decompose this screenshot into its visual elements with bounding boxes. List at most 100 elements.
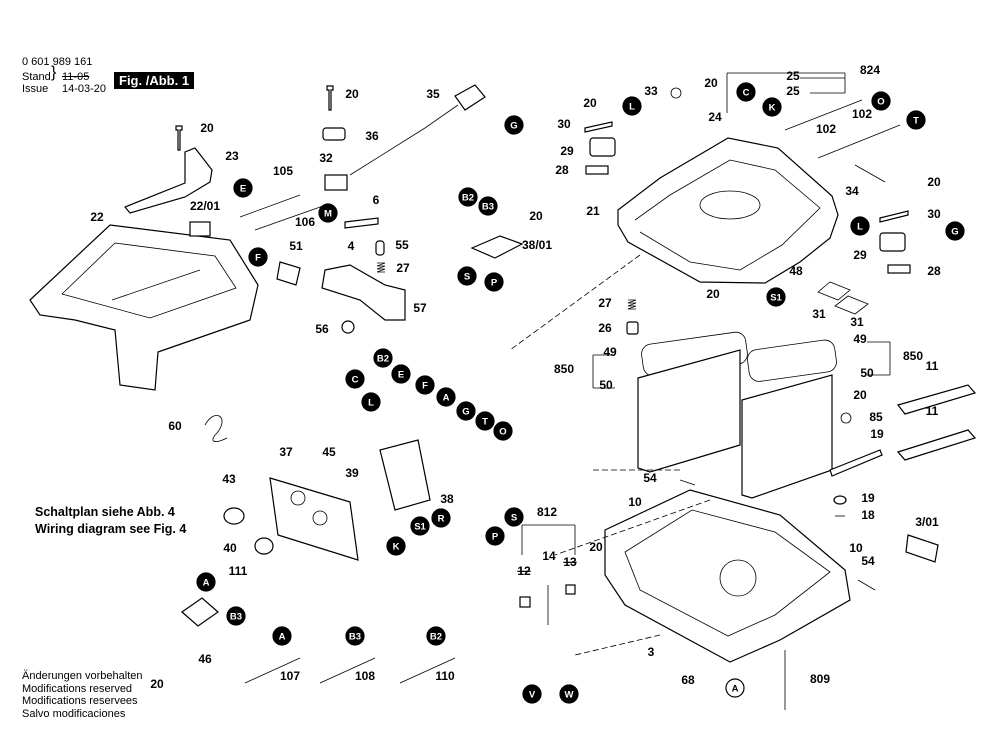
part-label-105: 105 (273, 164, 293, 178)
float-68 (719, 559, 757, 597)
part-label-20: 20 (345, 87, 359, 101)
gasket-49-right (747, 339, 837, 382)
part-label-812: 812 (537, 505, 557, 519)
strip-30-right (879, 210, 909, 223)
strip-6 (344, 217, 379, 229)
part-label-27: 27 (396, 261, 410, 275)
screw-20-b (175, 125, 183, 151)
callout-letter-b2: B2 (462, 193, 474, 204)
callout-letter-r: R (438, 514, 445, 525)
part-label-36: 36 (365, 129, 379, 143)
mod-es: Salvo modificaciones (22, 707, 126, 720)
wiring-note: Wiring diagram see Fig. 4 (35, 522, 187, 536)
part-label-35: 35 (426, 87, 440, 101)
callout-letter-a: A (443, 393, 450, 404)
callout-letter-o: O (877, 97, 884, 108)
callout-letter-b3: B3 (230, 612, 242, 623)
schaltplan-note: Schaltplan siehe Abb. 4 (35, 505, 175, 519)
lever-4 (321, 264, 406, 321)
callout-letter-p: P (492, 532, 499, 543)
part-label-31: 31 (850, 315, 864, 329)
part-26 (626, 321, 639, 335)
callout-circle-c (345, 369, 365, 389)
spring-27 (376, 262, 386, 273)
part-label-809: 809 (810, 672, 830, 686)
callout-letter-g: G (510, 121, 517, 132)
callout-letter-b2: B2 (430, 632, 442, 643)
washer-33 (670, 87, 682, 99)
bracket-850-right (867, 341, 891, 376)
callout-circle-o (493, 421, 513, 441)
callout-letter-s: S (464, 272, 470, 283)
part-label-46: 46 (198, 652, 212, 666)
callout-letter-f: F (255, 253, 261, 264)
container-68 (604, 489, 851, 663)
part-label-49: 49 (853, 332, 867, 346)
callout-circle-s1 (410, 516, 430, 536)
panel-knob-b (312, 510, 328, 526)
switch-panel-37 (269, 477, 359, 561)
part-label-14: 14 (542, 549, 556, 563)
callout-circle-b2 (458, 187, 478, 207)
callout-circle-l (361, 392, 381, 412)
issue-date: 14-03-20 (62, 83, 107, 95)
plug-55 (375, 240, 385, 256)
callout-circle-s (504, 507, 524, 527)
callout-circle-g (945, 221, 965, 241)
callout-letter-t: T (913, 116, 919, 127)
assembly-line-2 (554, 499, 711, 556)
callout-circle-p (484, 272, 504, 292)
callout-letter-c: C (352, 375, 359, 386)
part-label-18: 18 (861, 508, 875, 522)
part-label-3: 3 (648, 645, 655, 659)
part-13 (565, 584, 576, 595)
callout-letter-a: A (203, 578, 210, 589)
callout-circle-a (436, 387, 456, 407)
issue-label: Issue (22, 83, 49, 95)
part-label-22-01: 22/01 (190, 199, 220, 213)
callout-circle-e (391, 364, 411, 384)
callout-letter-f: F (422, 381, 428, 392)
part-label-26: 26 (598, 321, 612, 335)
callout-circle-m (318, 203, 338, 223)
figure-title: Fig. /Abb. 1 (114, 72, 195, 89)
callout-letter-b3: B3 (482, 202, 494, 213)
part-label-55: 55 (395, 238, 409, 252)
part-number: 0 601 989 161 (22, 56, 93, 68)
part-label-4: 4 (348, 239, 355, 253)
part-label-106: 106 (295, 215, 315, 229)
part-label-20: 20 (529, 209, 543, 223)
part-label-102: 102 (852, 107, 872, 121)
assembly-line-4 (574, 634, 661, 656)
callout-circle-b2 (426, 626, 446, 646)
part-label-30: 30 (927, 207, 941, 221)
callout-circle-l (850, 216, 870, 236)
housing-21 (617, 137, 839, 284)
part-label-31: 31 (812, 307, 826, 321)
part-label-50: 50 (860, 366, 874, 380)
part-label-50: 50 (599, 378, 613, 392)
part-label-19: 19 (861, 491, 875, 505)
clip-60 (204, 415, 228, 443)
assembly-line-1 (509, 254, 641, 351)
part-label-20: 20 (589, 540, 603, 554)
part-label-32: 32 (319, 151, 333, 165)
part-label-29: 29 (853, 248, 867, 262)
callout-letter-k: K (769, 103, 776, 114)
rod-19 (829, 449, 883, 477)
callout-circle-a (272, 626, 292, 646)
callout-circle-k (386, 536, 406, 556)
callout-letter-k: K (393, 542, 400, 553)
callout-circle-e (233, 178, 253, 198)
part-label-824: 824 (860, 63, 880, 77)
brackets (521, 72, 891, 555)
callout-letter-p: P (491, 278, 498, 289)
part-label-56: 56 (315, 322, 329, 336)
callout-circle-g (504, 115, 524, 135)
top-cover-22-detail (61, 242, 237, 319)
part-label-33: 33 (644, 84, 658, 98)
part-label-108: 108 (355, 669, 375, 683)
part-label-25: 25 (786, 69, 800, 83)
label-3-01 (905, 534, 939, 563)
part-19-b (833, 495, 847, 505)
